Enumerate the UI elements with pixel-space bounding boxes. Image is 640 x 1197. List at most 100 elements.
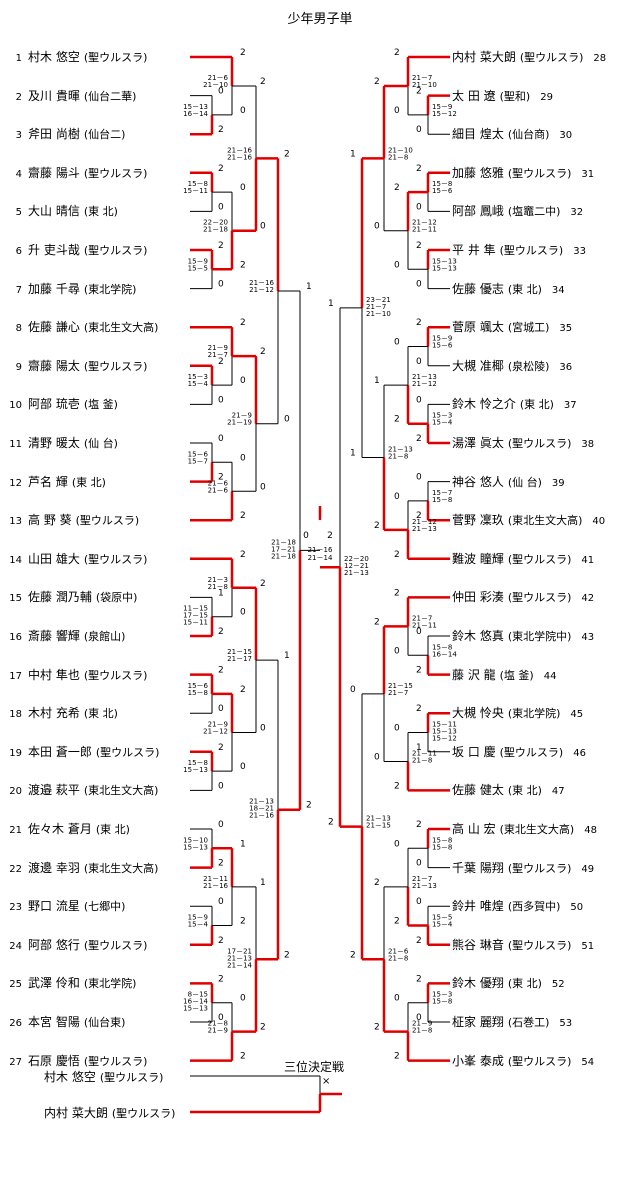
set-score: 15－4 <box>432 419 453 427</box>
set-score: 15－3 <box>432 412 452 420</box>
set-score: 21－15 <box>388 682 413 690</box>
match-result: 2 <box>416 241 422 251</box>
set-score: 15－8 <box>188 180 208 188</box>
player-name: 加藤 千尋 <box>28 281 80 296</box>
set-score: 16－14 <box>183 110 208 118</box>
player-affiliation: (聖ウルスラ) <box>507 1054 572 1068</box>
match-result: 1 <box>218 588 224 598</box>
player-affiliation: (聖ウルスラ) <box>75 514 140 528</box>
player-affiliation: (聖ウルスラ) <box>507 938 572 952</box>
player-affiliation: (宮城工) <box>507 321 550 335</box>
player-right-34: 佐藤 優志(東 北)34 <box>452 282 574 298</box>
set-score: 21－11 <box>412 749 437 757</box>
player-name: 芦名 輝 <box>28 474 68 489</box>
set-score: 8－15 <box>188 991 208 999</box>
set-score: 15－7 <box>188 457 208 465</box>
third-place-player: 村木 悠空(聖ウルスラ) <box>44 1070 164 1084</box>
player-affiliation: (聖ウルスラ) <box>83 166 148 180</box>
player-affiliation: (仙 台) <box>83 437 118 450</box>
seed-number: 49 <box>581 863 595 875</box>
set-score: 15－4 <box>188 380 209 388</box>
player-name: 藤 沢 龍 <box>452 667 496 682</box>
match-result: 0 <box>218 395 224 405</box>
set-score: 15－13 <box>432 257 457 265</box>
player-name: 齋藤 陽太 <box>28 358 80 373</box>
match-result: 0 <box>374 752 380 762</box>
seed-number: 34 <box>551 284 565 296</box>
player-affiliation: (聖ウルスラ) <box>507 591 572 605</box>
match-result: 1 <box>284 651 290 661</box>
set-score: 21－6 <box>388 947 409 955</box>
player-name: 坂 口 慶 <box>452 744 496 759</box>
player-name: 斎藤 響輝 <box>28 629 80 643</box>
set-score: 21－9 <box>232 412 252 420</box>
set-score: 21－12 <box>249 286 274 294</box>
player-affiliation: (東 北) <box>83 205 118 219</box>
set-score: 21－8 <box>412 1027 432 1035</box>
match-result: 0 <box>416 627 422 637</box>
player-affiliation: (西多賀中) <box>507 900 561 914</box>
player-affiliation: (仙台二華) <box>83 89 137 103</box>
player-affiliation: (聖ウルスラ) <box>83 1054 148 1068</box>
match-result: 2 <box>260 1023 266 1033</box>
match-result: 2 <box>394 588 400 598</box>
match-result: 0 <box>394 492 400 502</box>
final-result: 0 <box>303 531 309 541</box>
set-score: 21－8 <box>388 452 408 460</box>
seed-number: 41 <box>581 554 595 566</box>
player-affiliation: (東北学院) <box>507 707 561 721</box>
seed-number: 4 <box>15 168 22 180</box>
set-score: 15－4 <box>432 921 453 929</box>
match-result: 0 <box>416 859 422 869</box>
match-result: 0 <box>416 473 422 483</box>
seed-number: 39 <box>551 477 565 489</box>
seed-number: 30 <box>559 130 573 142</box>
seed-number: 33 <box>573 246 586 257</box>
player-affiliation: (聖和) <box>499 89 531 103</box>
match-result: 2 <box>350 950 356 960</box>
set-score: 21－8 <box>388 153 408 161</box>
set-score: 21－8 <box>388 954 408 962</box>
match-result: 2 <box>218 357 224 367</box>
match-result: 2 <box>284 950 290 960</box>
player-affiliation: (仙台二) <box>83 128 126 142</box>
set-score: 17－15 <box>183 612 208 620</box>
match-result: 0 <box>218 781 224 791</box>
seed-number: 45 <box>570 709 584 721</box>
match-result: 1 <box>306 282 312 292</box>
set-score: 22－20 <box>344 555 369 563</box>
match-result: 2 <box>260 77 266 87</box>
set-score: 21－16 <box>227 146 252 154</box>
match-result: 2 <box>218 473 224 483</box>
player-name: 阿部 琉壱 <box>28 397 80 412</box>
player-right-28: 内村 菜大朗(聖ウルスラ)28 <box>452 50 615 66</box>
player-right-42: 仲田 彩湊(聖ウルスラ)42 <box>452 590 603 606</box>
match-result: 0 <box>218 820 224 830</box>
player-right-52: 鈴木 優翔(東 北)52 <box>452 976 574 992</box>
set-score: 15－6 <box>432 342 453 350</box>
match-result: 2 <box>240 48 246 58</box>
set-score: 21－9 <box>208 344 228 352</box>
player-name: 大槻 准椰 <box>452 358 504 373</box>
set-score: 15－13 <box>183 1005 208 1013</box>
match-result: 1 <box>350 149 356 159</box>
set-score: 15－12 <box>432 110 457 118</box>
seed-number: 51 <box>581 940 595 952</box>
page-title: 少年男子単 <box>287 12 353 27</box>
player-right-33: 平 井 隼(聖ウルスラ)33 <box>452 243 595 259</box>
match-result: 0 <box>374 222 380 232</box>
seed-number: 42 <box>581 593 595 605</box>
player-name: 及川 貴暉 <box>28 88 80 103</box>
match-result: 2 <box>394 48 400 58</box>
set-score: 15－9 <box>188 257 208 265</box>
set-score: 21－13 <box>412 882 437 890</box>
set-score: 15－13 <box>432 264 457 272</box>
set-score: 15－9 <box>432 103 452 111</box>
match-result: 0 <box>416 125 422 135</box>
third-place-player: 内村 菜大朗(聖ウルスラ) <box>44 1106 176 1120</box>
player-affiliation: (聖ウルスラ) <box>519 51 584 64</box>
match-result: 2 <box>240 511 246 521</box>
